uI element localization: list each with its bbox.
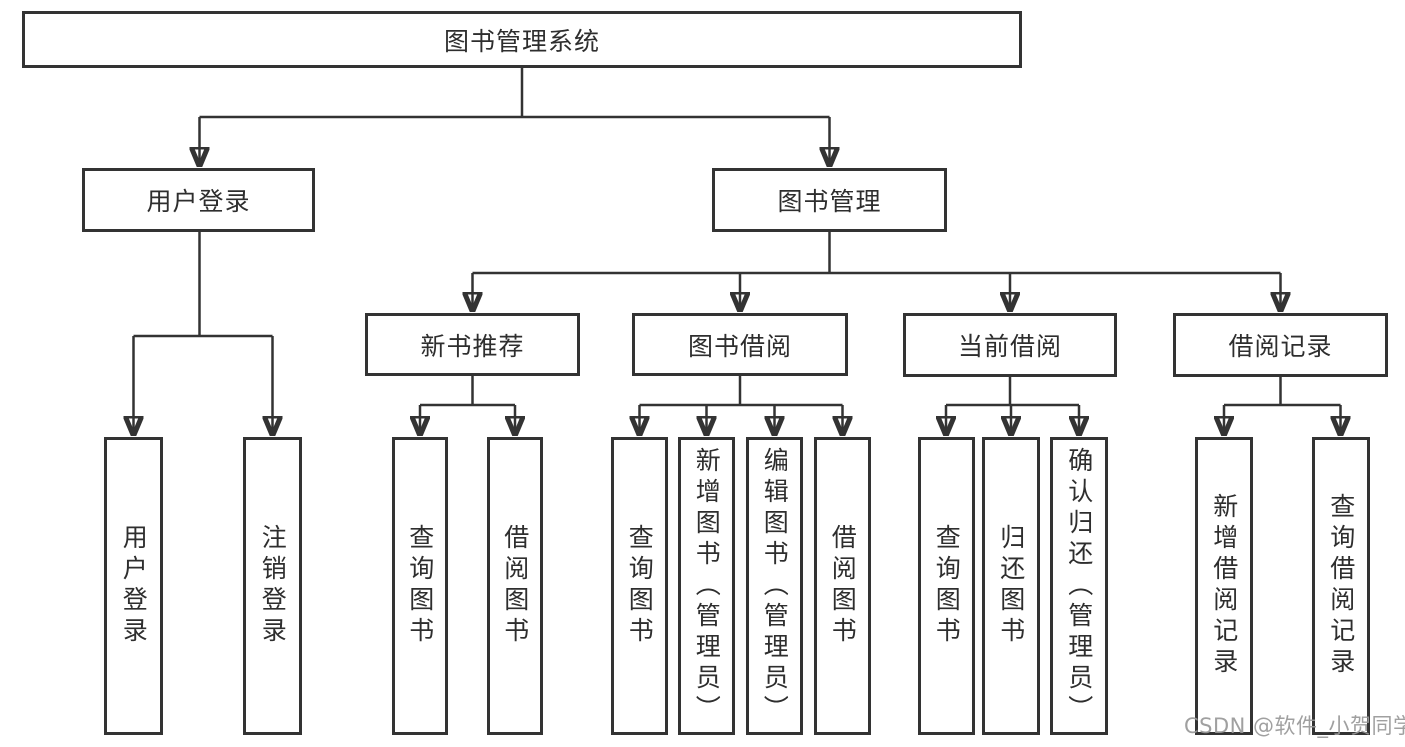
node-label: 图书管理系统 — [443, 26, 600, 56]
node-logout-leaf: 注销登录 — [243, 437, 302, 735]
node-book-borrowing: 图书借阅 — [632, 313, 848, 376]
node-label: 图书借阅 — [687, 331, 792, 361]
node-return-books: 归还图书 — [982, 437, 1040, 735]
node-label: 图书管理 — [777, 187, 882, 216]
node-label: 编辑图书（管理员） — [760, 446, 790, 726]
node-book-management: 图书管理 — [712, 168, 947, 232]
node-new-book-recommendation: 新书推荐 — [365, 313, 580, 376]
node-label: 当前借阅 — [957, 332, 1062, 361]
node-label: 借阅图书 — [500, 524, 530, 648]
node-label: 查询图书 — [625, 524, 655, 648]
node-label: 注销登录 — [258, 524, 288, 648]
node-current-borrowing: 当前借阅 — [903, 313, 1117, 377]
node-add-borrowing-record: 新增借阅记录 — [1195, 437, 1253, 735]
node-label: 确认归还（管理员） — [1064, 446, 1094, 726]
node-query-borrowing-record: 查询借阅记录 — [1312, 437, 1370, 735]
node-label: 新增借阅记录 — [1209, 493, 1239, 679]
node-label: 借阅图书 — [828, 524, 858, 648]
node-user-login-leaf: 用户登录 — [104, 437, 163, 735]
node-label: 借阅记录 — [1228, 332, 1333, 361]
node-query-books-current: 查询图书 — [918, 437, 975, 735]
node-label: 用户登录 — [119, 524, 149, 648]
csdn-watermark: CSDN @软件_小贺同学 — [1184, 714, 1405, 738]
node-query-books-recommend: 查询图书 — [392, 437, 448, 735]
node-label: 查询图书 — [405, 524, 435, 648]
node-query-books-borrowing: 查询图书 — [611, 437, 668, 735]
node-add-books-admin: 新增图书（管理员） — [678, 437, 735, 735]
node-library-management-system: 图书管理系统 — [22, 11, 1022, 68]
node-confirm-return-admin: 确认归还（管理员） — [1050, 437, 1108, 735]
node-borrowing-records: 借阅记录 — [1173, 313, 1388, 377]
node-label: 查询借阅记录 — [1326, 493, 1356, 679]
node-user-login: 用户登录 — [82, 168, 315, 232]
node-edit-books-admin: 编辑图书（管理员） — [746, 437, 803, 735]
node-label: 新书推荐 — [420, 331, 525, 361]
node-label: 归还图书 — [996, 524, 1026, 648]
node-label: 用户登录 — [146, 187, 251, 216]
node-borrow-books-recommend: 借阅图书 — [487, 437, 543, 735]
node-label: 新增图书（管理员） — [692, 446, 722, 726]
node-borrow-books-borrowing: 借阅图书 — [814, 437, 871, 735]
node-label: 查询图书 — [932, 524, 962, 648]
